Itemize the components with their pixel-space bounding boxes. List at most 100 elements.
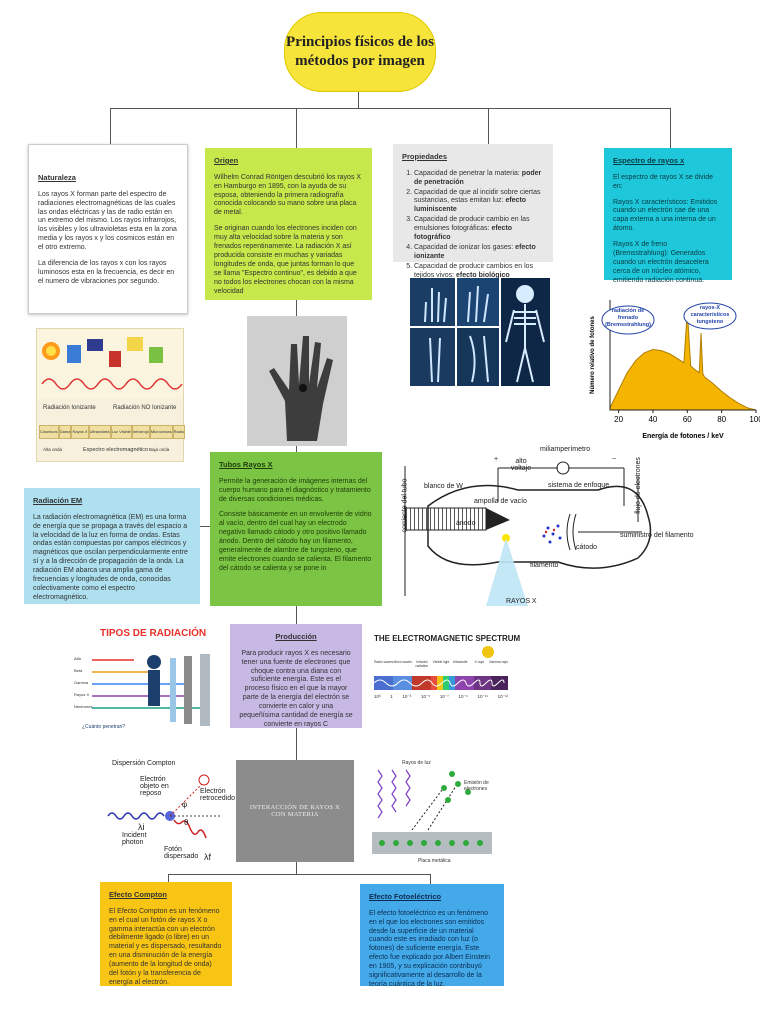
propiedad-item: Capacidad de penetrar la materia: poder … [414, 170, 544, 188]
spectrum-tick: 10³ [374, 694, 381, 699]
espectro-text-3: Rayos X de freno (Bremsstrahlung): Gener… [613, 241, 709, 285]
tipo-row: Rayos X [74, 692, 90, 697]
band-label: Radio waves [374, 660, 393, 664]
skeleton-xray-images [410, 278, 550, 386]
band-label: Ultraviolet [452, 660, 468, 664]
rayos-luz-label: Rayos de luz [402, 760, 431, 766]
origen-text-2: Se originan cuando los electrones incide… [214, 225, 357, 296]
propiedades-list: Capacidad de penetrar la materia: poder … [402, 170, 544, 281]
connector [296, 728, 297, 760]
miliamperimetro-label: miliamperímetro [540, 446, 591, 453]
produccion-heading: Producción [275, 632, 317, 641]
band-label: X-rays [474, 660, 485, 664]
rayos-x-label: RAYOS X [506, 598, 537, 605]
em-cell: Cósmicos [39, 425, 59, 439]
tipo-row: Alfa [74, 656, 81, 661]
em-icons-illustration [37, 329, 183, 399]
compton-title: Dispersión Compton [112, 760, 176, 767]
tipo-row: Neutrones [74, 704, 93, 709]
fotoelectrico-card: Efecto Fotoeléctrico El efecto fotoeléct… [360, 884, 504, 988]
tubos-card: Tubos Rayos X Permite la generación de i… [210, 452, 382, 606]
electron-objeto-label: Electrón objeto en reposo [140, 776, 169, 797]
connector [296, 606, 297, 626]
espectro-text-1: El espectro de rayos X se divide en: [613, 173, 713, 190]
compton-illustration: Dispersión Compton Electrón objeto en re… [104, 760, 235, 866]
lambda-f-symbol: λf [204, 852, 212, 862]
electron-retrocedido-label: Electrón retrocedido [200, 788, 236, 802]
radiacion-em-heading: Radiación EM [33, 496, 83, 505]
skeleton-illustration [410, 278, 550, 386]
em-cell: Ultravioleta [88, 425, 111, 439]
em-cell: Infrarrojo [131, 425, 150, 439]
naturaleza-text-1: Los rayos X forman parte del espectro de… [38, 190, 177, 252]
propiedades-card: Propiedades Capacidad de penetrar la mat… [393, 144, 553, 279]
flujo-label: flujo de electrones [634, 457, 642, 514]
em-footer-right: Baja onda [149, 447, 170, 452]
produccion-text: Para producir rayos X es necesario tener… [239, 649, 353, 729]
produccion-card: Producción Para producir rayos X es nece… [230, 624, 362, 728]
em-cell: Rayos X [71, 425, 89, 439]
band-label: Micro waves [393, 660, 412, 664]
origen-card: Origen Wilhelm Conrad Röntgen descubrió … [205, 148, 372, 300]
blanco-label: blanco de W [424, 483, 463, 490]
anodo-label: ánodo [456, 520, 476, 527]
connector [430, 874, 431, 884]
alto-voltaje-label: alto voltaje [510, 458, 532, 472]
connector [110, 108, 670, 109]
tipos-caption: ¿Cuánto penetran? [82, 724, 126, 730]
non-ionizing-label: Radiación NO Ionizante [113, 405, 177, 411]
em-cell: Radio [172, 425, 186, 439]
ampolla-label: ampolla de vacío [474, 498, 527, 505]
x-axis-label: Energía de fotones / keV [642, 433, 724, 440]
spectrum-area [609, 310, 757, 411]
y-axis-label: Número relativo de fotones [590, 316, 596, 394]
connector [296, 108, 297, 148]
propiedad-item: Capacidad de que al incidir sobre cierta… [414, 189, 544, 216]
xray-tube-diagram: + alto voltaje miliamperímetro − blanco … [398, 446, 694, 620]
compton-text: El Efecto Compton es un fenómeno en el c… [109, 907, 222, 987]
radiacion-em-text: La radiación electromagnética (EM) es un… [33, 513, 188, 602]
annotation-bubble [683, 302, 737, 330]
filamento-label: filamento [530, 562, 559, 569]
catodo-label: cátodo [576, 544, 598, 551]
plus-sign: + [494, 456, 499, 463]
lambda-i-symbol: λi [138, 822, 145, 832]
x-tick-label: 60 [683, 415, 692, 424]
em-footer-center: Espectro electromagnético [83, 447, 149, 453]
emision-label: Emisión de electrones [464, 780, 489, 792]
hand-xray-image [247, 316, 347, 446]
connector [110, 108, 111, 144]
interaccion-text: INTERACCIÓN DE RAYOS X CON MATERIA [249, 804, 341, 818]
annotation-bubble [601, 305, 655, 335]
main-title: Principios físicos de los métodos por im… [284, 12, 436, 92]
photoelectric-svg [372, 769, 492, 854]
spectrum-tick: 10⁻⁵ [420, 694, 431, 699]
connector [168, 874, 430, 875]
corriente-label: corriente del tubo [401, 478, 409, 533]
spectrum-tick: 10⁻³ [402, 694, 412, 699]
tubos-heading: Tubos Rayos X [219, 460, 273, 469]
tipos-radiacion-image: TIPOS DE RADIACIÓN ¿Cuánto penetran? Alf… [74, 626, 222, 738]
xray-spectrum-chart: 20406080100 Energía de fotones / keV Núm… [584, 292, 763, 442]
photoelectric-illustration: Rayos de luz Emisión de electrones Placa… [372, 760, 492, 866]
x-tick-label: 20 [614, 415, 623, 424]
spectrum-tick: 10⁻¹² [497, 694, 508, 699]
tipo-row: Gamma [74, 680, 89, 685]
em-cell: Luz Visible [110, 425, 132, 439]
placa-label: Placa metálica [418, 858, 451, 864]
origen-heading: Origen [214, 156, 239, 165]
em-cells: Cósmicos Gama Rayos X Ultravioleta Luz V… [39, 425, 186, 439]
compton-heading: Efecto Compton [109, 890, 167, 899]
connector [488, 108, 489, 144]
suministro-label: suministro del filamento [620, 532, 694, 539]
propiedad-item: Capacidad de ionizar los gases: efecto i… [414, 244, 544, 262]
band-label: Infrared radiation [415, 660, 429, 668]
propiedad-item: Capacidad de producir cambios en los tej… [414, 263, 544, 281]
origen-text-1: Wilhelm Conrad Röntgen descubrió los ray… [214, 173, 362, 217]
em-cell: Gama [58, 425, 72, 439]
band-label: Visible light [432, 660, 450, 664]
em-cell: Microondas [149, 425, 173, 439]
tipos-title: TIPOS DE RADIACIÓN [100, 628, 207, 639]
spectrum-ticks: 10³ 1 10⁻³ 10⁻⁵ 10⁻⁷ 10⁻⁹ 10⁻¹¹ 10⁻¹² [374, 694, 508, 700]
